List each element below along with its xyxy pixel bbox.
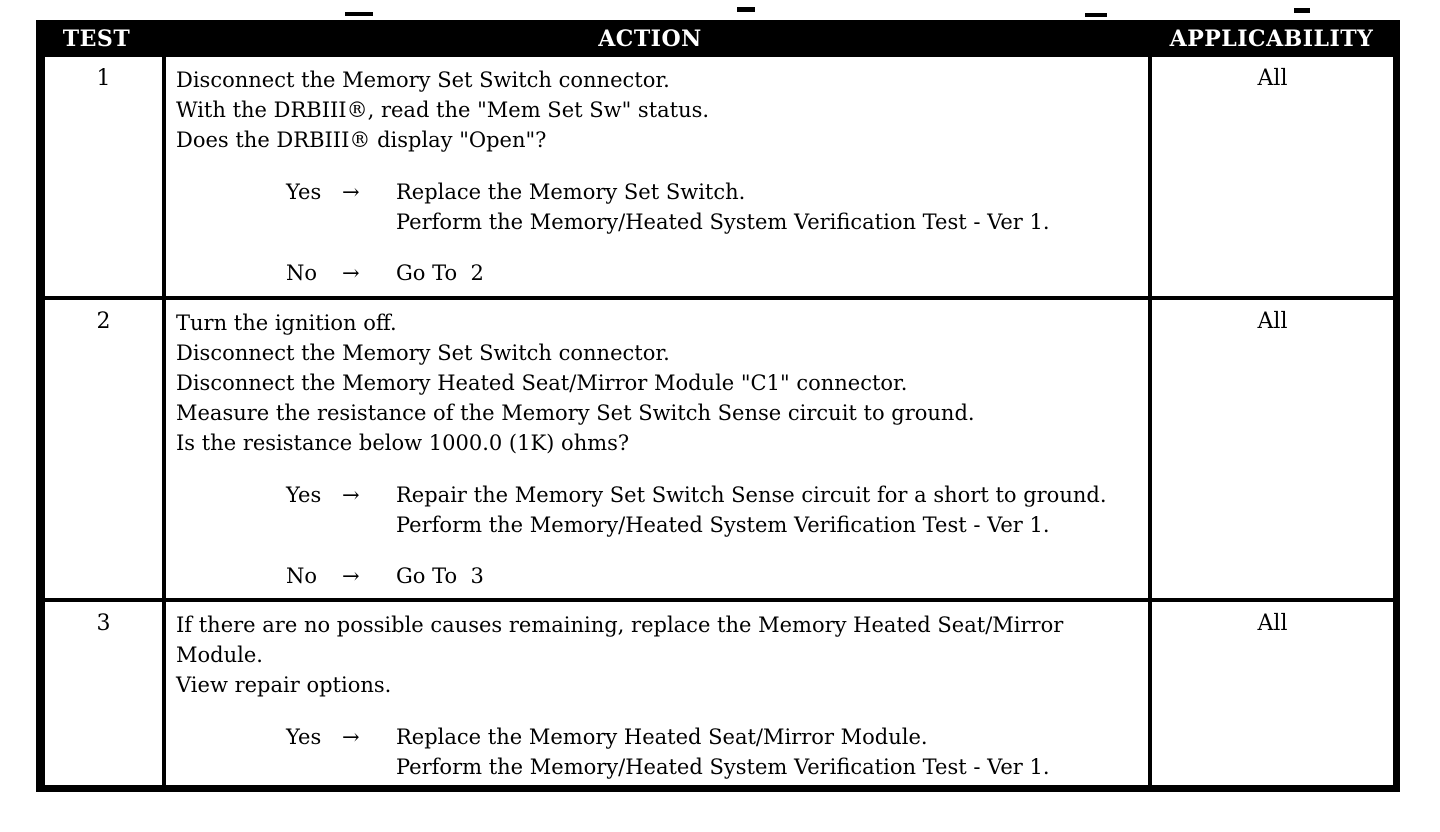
action-cell: Turn the ignition off. Disconnect the Mem…: [166, 300, 1152, 598]
action-cell: If there are no possible causes remainin…: [166, 602, 1152, 785]
decision-answer: Yes: [286, 483, 322, 507]
column-header-action: ACTION: [598, 25, 702, 52]
decision-branch: No → Go To 3: [286, 561, 1142, 591]
action-decisions: Yes → Replace the Memory Set Switch. Perfor…: [176, 177, 1142, 288]
applicability-value: All: [1257, 611, 1288, 636]
decision-instructions: Replace the Memory Heated Seat/Mirror Mo…: [396, 722, 1142, 782]
decision-instructions: Go To 3: [396, 561, 1142, 591]
decision-instruction-line: Perform the Memory/Heated System Verific…: [396, 210, 1050, 234]
decision-answer: Yes: [286, 725, 322, 749]
scan-artifact: [1294, 8, 1310, 13]
test-number-cell: 3: [45, 602, 166, 785]
applicability-cell: All: [1152, 602, 1393, 785]
decision-answer: Yes: [286, 180, 322, 204]
table-row: 3 If there are no possible causes remain…: [45, 602, 1393, 785]
test-number: 1: [96, 66, 111, 91]
action-step-line: View repair options.: [176, 673, 392, 697]
table-body: 1 Disconnect the Memory Set Switch conne…: [45, 57, 1393, 785]
decision-branch: No → Go To 2: [286, 258, 1142, 288]
arrow-right-icon: →: [342, 261, 360, 285]
decision-instructions: Repair the Memory Set Switch Sense circu…: [396, 480, 1142, 540]
action-steps: If there are no possible causes remainin…: [176, 610, 1142, 700]
test-number-cell: 2: [45, 300, 166, 598]
table-row: 1 Disconnect the Memory Set Switch conne…: [45, 57, 1393, 300]
decision-instruction-line: Replace the Memory Heated Seat/Mirror Mo…: [396, 725, 928, 749]
decision-answer: No: [286, 564, 318, 588]
arrow-right-icon: →: [342, 725, 360, 749]
action-steps: Disconnect the Memory Set Switch connect…: [176, 65, 1142, 155]
applicability-cell: All: [1152, 57, 1393, 296]
decision-instruction-line: Perform the Memory/Heated System Verific…: [396, 513, 1050, 537]
decision-instruction-line: Perform the Memory/Heated System Verific…: [396, 755, 1050, 779]
column-header-applicability: APPLICABILITY: [1169, 25, 1374, 52]
scan-artifact: [737, 7, 755, 12]
applicability-cell: All: [1152, 300, 1393, 598]
action-step-line: Measure the resistance of the Memory Set…: [176, 401, 975, 425]
action-cell: Disconnect the Memory Set Switch connect…: [166, 57, 1152, 296]
action-step-line: With the DRBIII®, read the "Mem Set Sw" …: [176, 98, 710, 122]
decision-instruction-line: Repair the Memory Set Switch Sense circu…: [396, 483, 1107, 507]
applicability-value: All: [1257, 66, 1288, 91]
arrow-right-icon: →: [342, 180, 360, 204]
action-step-line: Does the DRBIII® display "Open"?: [176, 128, 547, 152]
scan-artifact: [345, 12, 373, 16]
action-steps: Turn the ignition off. Disconnect the Mem…: [176, 308, 1142, 458]
table-header-row: TEST ACTION APPLICABILITY: [36, 20, 1400, 57]
diagnostic-test-table: TEST ACTION APPLICABILITY 1 Disconnect t…: [36, 20, 1400, 792]
table-row: 2 Turn the ignition off. Disconnect the M…: [45, 300, 1393, 602]
action-step-line: Disconnect the Memory Set Switch connect…: [176, 68, 670, 92]
action-step-line: Disconnect the Memory Set Switch connect…: [176, 341, 670, 365]
decision-instruction-line: Go To 2: [396, 261, 484, 285]
decision-instruction-line: Go To 3: [396, 564, 484, 588]
action-decisions: Yes → Repair the Memory Set Switch Sense c…: [176, 480, 1142, 591]
action-step-line: Disconnect the Memory Heated Seat/Mirror…: [176, 371, 908, 395]
action-decisions: Yes → Replace the Memory Heated Seat/Mirro…: [176, 722, 1142, 782]
action-step-line: If there are no possible causes remainin…: [176, 613, 1070, 667]
action-step-line: Is the resistance below 1000.0 (1K) ohms…: [176, 431, 630, 455]
test-number: 2: [96, 309, 111, 334]
decision-answer: No: [286, 261, 318, 285]
decision-instructions: Go To 2: [396, 258, 1142, 288]
action-step-line: Turn the ignition off.: [176, 311, 397, 335]
test-number: 3: [96, 611, 111, 636]
column-header-test: TEST: [62, 25, 131, 52]
decision-instructions: Replace the Memory Set Switch. Perform th…: [396, 177, 1142, 237]
test-number-cell: 1: [45, 57, 166, 296]
arrow-right-icon: →: [342, 564, 360, 588]
scan-artifact: [1085, 13, 1107, 17]
arrow-right-icon: →: [342, 483, 360, 507]
applicability-value: All: [1257, 309, 1288, 334]
decision-branch: Yes → Replace the Memory Heated Seat/Mirro…: [286, 722, 1142, 782]
decision-instruction-line: Replace the Memory Set Switch.: [396, 180, 746, 204]
decision-branch: Yes → Replace the Memory Set Switch. Perfor…: [286, 177, 1142, 237]
decision-branch: Yes → Repair the Memory Set Switch Sense c…: [286, 480, 1142, 540]
